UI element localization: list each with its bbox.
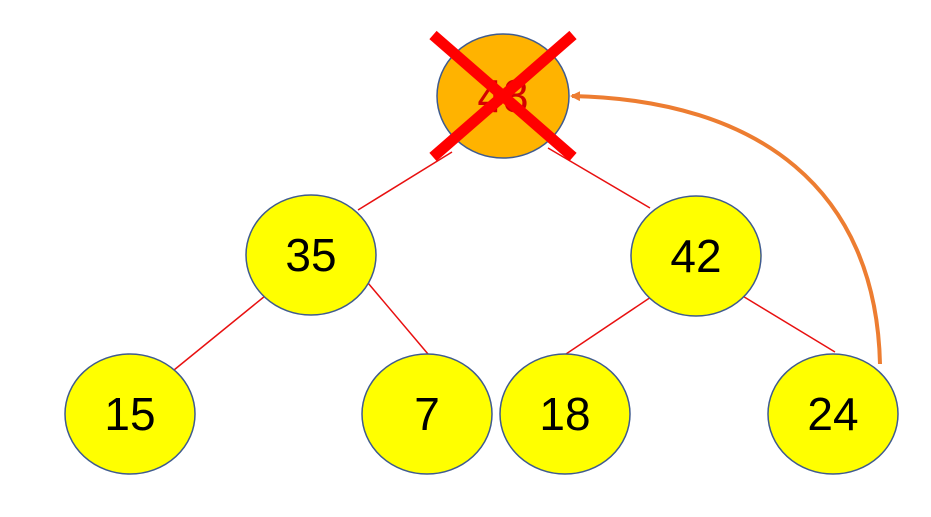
node-n15: 15	[64, 353, 196, 475]
node-label-n42: 42	[670, 230, 721, 282]
node-circle-n7	[361, 353, 493, 475]
edge-n35-n15	[173, 295, 266, 371]
overlay	[429, 30, 882, 365]
node-n18: 18	[499, 353, 631, 475]
node-label-n35: 35	[285, 229, 336, 281]
cross-stroke-2	[429, 30, 577, 162]
nodes: 4835421571824	[64, 33, 899, 475]
edge-root-n35	[357, 151, 453, 211]
move-arrow-n24-to-root	[570, 91, 882, 365]
edge-n35-n7	[367, 282, 429, 355]
node-label-n15: 15	[104, 388, 155, 440]
node-n7: 7	[361, 353, 493, 475]
removed-cross-icon	[429, 30, 577, 162]
node-label-n18: 18	[539, 388, 590, 440]
node-label-n24: 24	[807, 388, 858, 440]
node-circle-n42	[630, 195, 762, 317]
node-circle-n18	[499, 353, 631, 475]
node-n35: 35	[245, 194, 377, 316]
edge-root-n42	[547, 147, 651, 209]
edge-n42-n18	[565, 296, 652, 355]
node-circle-n15	[64, 353, 196, 475]
node-n42: 42	[630, 195, 762, 317]
edge-n42-n24	[740, 294, 836, 353]
node-circle-n24	[767, 353, 899, 475]
node-label-n7: 7	[414, 388, 440, 440]
edges	[173, 147, 836, 371]
node-n24: 24	[767, 353, 899, 475]
node-circle-n35	[245, 194, 377, 316]
